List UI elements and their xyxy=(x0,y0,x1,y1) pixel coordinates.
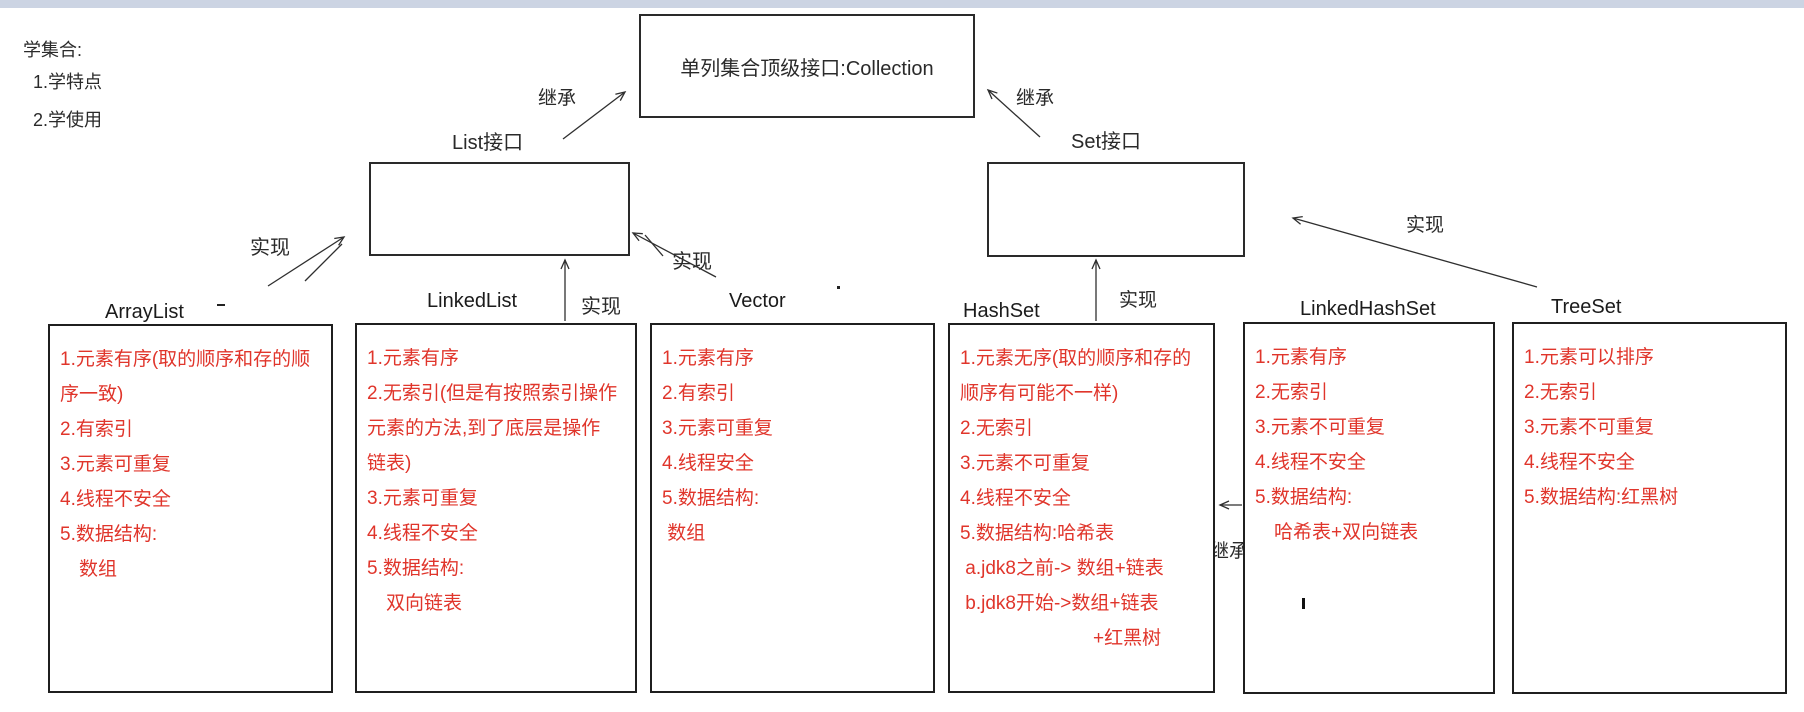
vector-box: 1.元素有序 2.有索引 3.元素可重复 4.线程安全 5.数据结构: 数组 xyxy=(650,323,935,693)
feature-line: 2.有索引 xyxy=(662,383,735,404)
linkedlist-title: LinkedList xyxy=(427,290,518,312)
treeset-features: 1.元素可以排序 2.无索引 3.元素不可重复 4.线程不安全 5.数据结构:红黑树 xyxy=(1524,340,1781,515)
collection-interface-label: 单列集合顶级接口:Collection xyxy=(680,57,934,80)
feature-line: 4.线程不安全 xyxy=(1524,452,1635,473)
list-interface-box xyxy=(369,162,630,256)
feature-line: 5.数据结构:哈希表 xyxy=(960,523,1115,544)
feature-line: 1.元素可以排序 xyxy=(1524,347,1654,368)
notes-item-1: 1.学特点 xyxy=(33,72,103,92)
feature-line: 1.元素有序(取的顺序和存的顺 xyxy=(60,349,311,370)
treeset-box: 1.元素可以排序 2.无索引 3.元素不可重复 4.线程不安全 5.数据结构:红黑树 xyxy=(1512,322,1787,694)
stray-dot-mark xyxy=(837,286,840,289)
feature-line: 5.数据结构:红黑树 xyxy=(1524,487,1679,508)
implement-label-arraylist: 实现 xyxy=(250,237,290,259)
arraylist-title: ArrayList xyxy=(105,301,184,323)
stray-dash-mark xyxy=(217,304,225,306)
linkedlist-features: 1.元素有序 2.无索引(但是有按照索引操作元素的方法,到了底层是操作链表) 3.元… xyxy=(367,341,631,621)
feature-line: 2.有索引 xyxy=(60,419,133,440)
implement-arrow-arraylist-barb xyxy=(304,243,343,282)
implement-label-hashset: 实现 xyxy=(1119,290,1158,311)
linkedhashset-features: 1.元素有序 2.无索引 3.元素不可重复 4.线程不安全 5.数据结构: 哈希表+双向… xyxy=(1255,340,1489,550)
inherit-label-list-collection: 继承 xyxy=(538,88,577,109)
implement-label-vector: 实现 xyxy=(672,251,712,273)
notes-item-2: 2.学使用 xyxy=(33,110,103,130)
set-interface-label: Set接口 xyxy=(1071,131,1142,153)
feature-line: 1.元素有序 xyxy=(1255,347,1347,368)
feature-line: 顺序有可能不一样) xyxy=(960,383,1119,404)
feature-line: 3.元素可重复 xyxy=(662,418,773,439)
feature-line: 5.数据结构: xyxy=(662,488,760,509)
feature-line: 3.元素不可重复 xyxy=(1255,417,1385,438)
feature-line: 4.线程安全 xyxy=(662,453,754,474)
feature-line: 链表) xyxy=(367,453,412,474)
feature-line: 元素的方法,到了底层是操作 xyxy=(367,418,601,439)
feature-line: 2.无索引 xyxy=(1255,382,1328,403)
treeset-title: TreeSet xyxy=(1551,296,1622,318)
inherit-label-linkedhashset: 继承 xyxy=(1210,541,1249,562)
linkedlist-box: 1.元素有序 2.无索引(但是有按照索引操作元素的方法,到了底层是操作链表) 3.元… xyxy=(355,323,637,693)
vector-features: 1.元素有序 2.有索引 3.元素可重复 4.线程安全 5.数据结构: 数组 xyxy=(662,341,929,551)
feature-line: 序一致) xyxy=(60,384,124,405)
implement-label-treeset: 实现 xyxy=(1406,215,1445,236)
linkedhashset-box: 1.元素有序 2.无索引 3.元素不可重复 4.线程不安全 5.数据结构: 哈希表+双向… xyxy=(1243,322,1495,694)
collection-interface-box: 单列集合顶级接口:Collection xyxy=(639,14,975,118)
feature-line: b.jdk8开始->数组+链表 xyxy=(960,593,1159,614)
list-interface-label: List接口 xyxy=(452,132,524,154)
hashset-title: HashSet xyxy=(963,300,1040,322)
feature-line: 3.元素不可重复 xyxy=(960,453,1090,474)
feature-line: 4.线程不安全 xyxy=(60,489,171,510)
implement-arrow-vector-barb xyxy=(644,234,664,257)
hashset-features: 1.元素无序(取的顺序和存的顺序有可能不一样) 2.无索引 3.元素不可重复 4.线程… xyxy=(960,341,1209,656)
feature-line: 1.元素无序(取的顺序和存的 xyxy=(960,348,1192,369)
stray-tick-mark xyxy=(1302,598,1305,609)
feature-line: 5.数据结构: xyxy=(367,558,465,579)
notes-heading: 学集合: xyxy=(23,40,83,60)
feature-line: 5.数据结构: xyxy=(1255,487,1353,508)
feature-line: 双向链表 xyxy=(367,593,463,614)
arraylist-box: 1.元素有序(取的顺序和存的顺序一致) 2.有索引 3.元素可重复 4.线程不安全 5.… xyxy=(48,324,333,693)
feature-line: 4.线程不安全 xyxy=(367,523,478,544)
implement-label-linkedlist: 实现 xyxy=(581,296,621,318)
feature-line: +红黑树 xyxy=(960,628,1162,649)
feature-line: 4.线程不安全 xyxy=(960,488,1071,509)
feature-line: 5.数据结构: xyxy=(60,524,158,545)
linkedhashset-title: LinkedHashSet xyxy=(1300,298,1436,320)
arraylist-features: 1.元素有序(取的顺序和存的顺序一致) 2.有索引 3.元素可重复 4.线程不安全 5.… xyxy=(60,342,327,587)
feature-line: 1.元素有序 xyxy=(367,348,459,369)
hashset-box: 1.元素无序(取的顺序和存的顺序有可能不一样) 2.无索引 3.元素不可重复 4.线程… xyxy=(948,323,1215,693)
feature-line: 1.元素有序 xyxy=(662,348,754,369)
feature-line: 2.无索引 xyxy=(960,418,1033,439)
feature-line: 2.无索引 xyxy=(1524,382,1597,403)
feature-line: a.jdk8之前-> 数组+链表 xyxy=(960,558,1164,579)
feature-line: 3.元素可重复 xyxy=(367,488,478,509)
set-interface-box xyxy=(987,162,1245,257)
window-top-edge xyxy=(0,0,1804,8)
feature-line: 哈希表+双向链表 xyxy=(1255,522,1419,543)
feature-line: 数组 xyxy=(662,523,706,544)
feature-line: 3.元素可重复 xyxy=(60,454,171,475)
feature-line: 4.线程不安全 xyxy=(1255,452,1366,473)
feature-line: 2.无索引(但是有按照索引操作 xyxy=(367,383,618,404)
feature-line: 3.元素不可重复 xyxy=(1524,417,1654,438)
vector-title: Vector xyxy=(729,290,786,312)
feature-line: 数组 xyxy=(60,559,118,580)
inherit-label-set-collection: 继承 xyxy=(1016,88,1055,109)
